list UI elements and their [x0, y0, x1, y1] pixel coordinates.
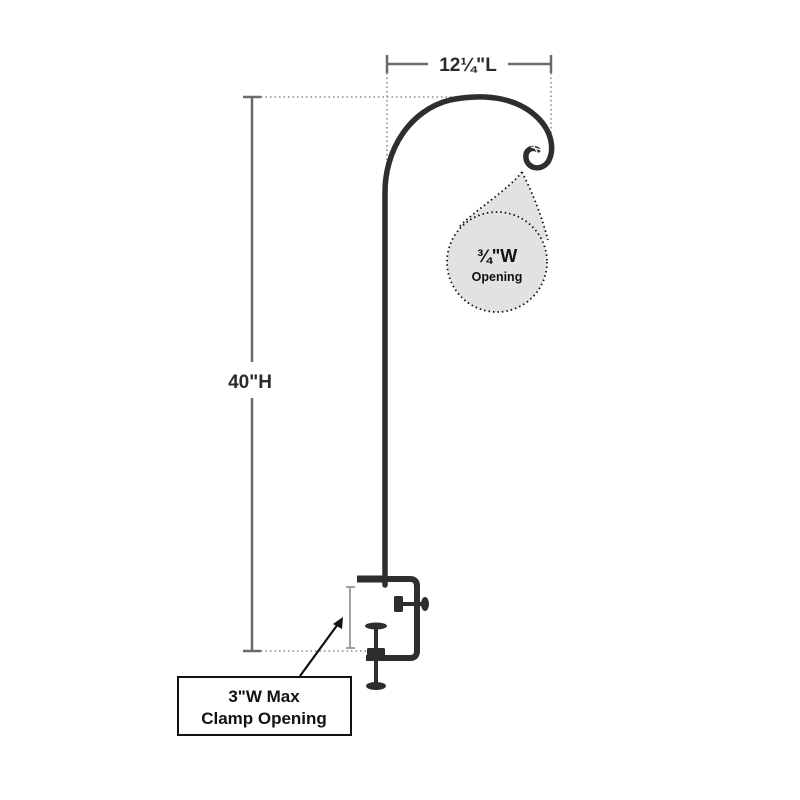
hook-opening-size: ¾"W	[477, 246, 518, 266]
length-label: 12¼"L	[439, 55, 497, 76]
clamp-callout-arrow	[299, 623, 339, 677]
bottom-screw-knob	[366, 682, 386, 690]
clamp-callout-box	[177, 676, 352, 736]
hook-pole	[382, 94, 555, 588]
clamp-callout-line1: 3"W Max	[228, 687, 300, 706]
hook-end-loop-icon	[530, 143, 542, 155]
callout-pointer-outline	[457, 171, 549, 241]
side-screw-nut	[394, 596, 403, 612]
hook-opening-callout: ¾"W Opening	[446, 171, 549, 313]
hook-opening-label: Opening	[472, 270, 523, 284]
height-label: 40"H	[228, 372, 272, 393]
bottom-screw-nut	[367, 648, 385, 658]
clamp-bracket	[357, 576, 420, 661]
clamp-callout-arrowhead	[333, 617, 343, 629]
shepherd-hook	[382, 94, 555, 588]
length-dimension: 12¼"L	[385, 55, 553, 200]
bottom-screw-pad	[365, 622, 387, 630]
side-screw-knob	[421, 597, 429, 611]
clamp-opening-callout: 3"W Max Clamp Opening	[177, 617, 352, 736]
deck-clamp	[346, 575, 429, 690]
clamp-callout-line2: Clamp Opening	[201, 709, 327, 728]
height-dimension: 40"H	[228, 95, 465, 653]
callout-bubble	[446, 211, 548, 313]
